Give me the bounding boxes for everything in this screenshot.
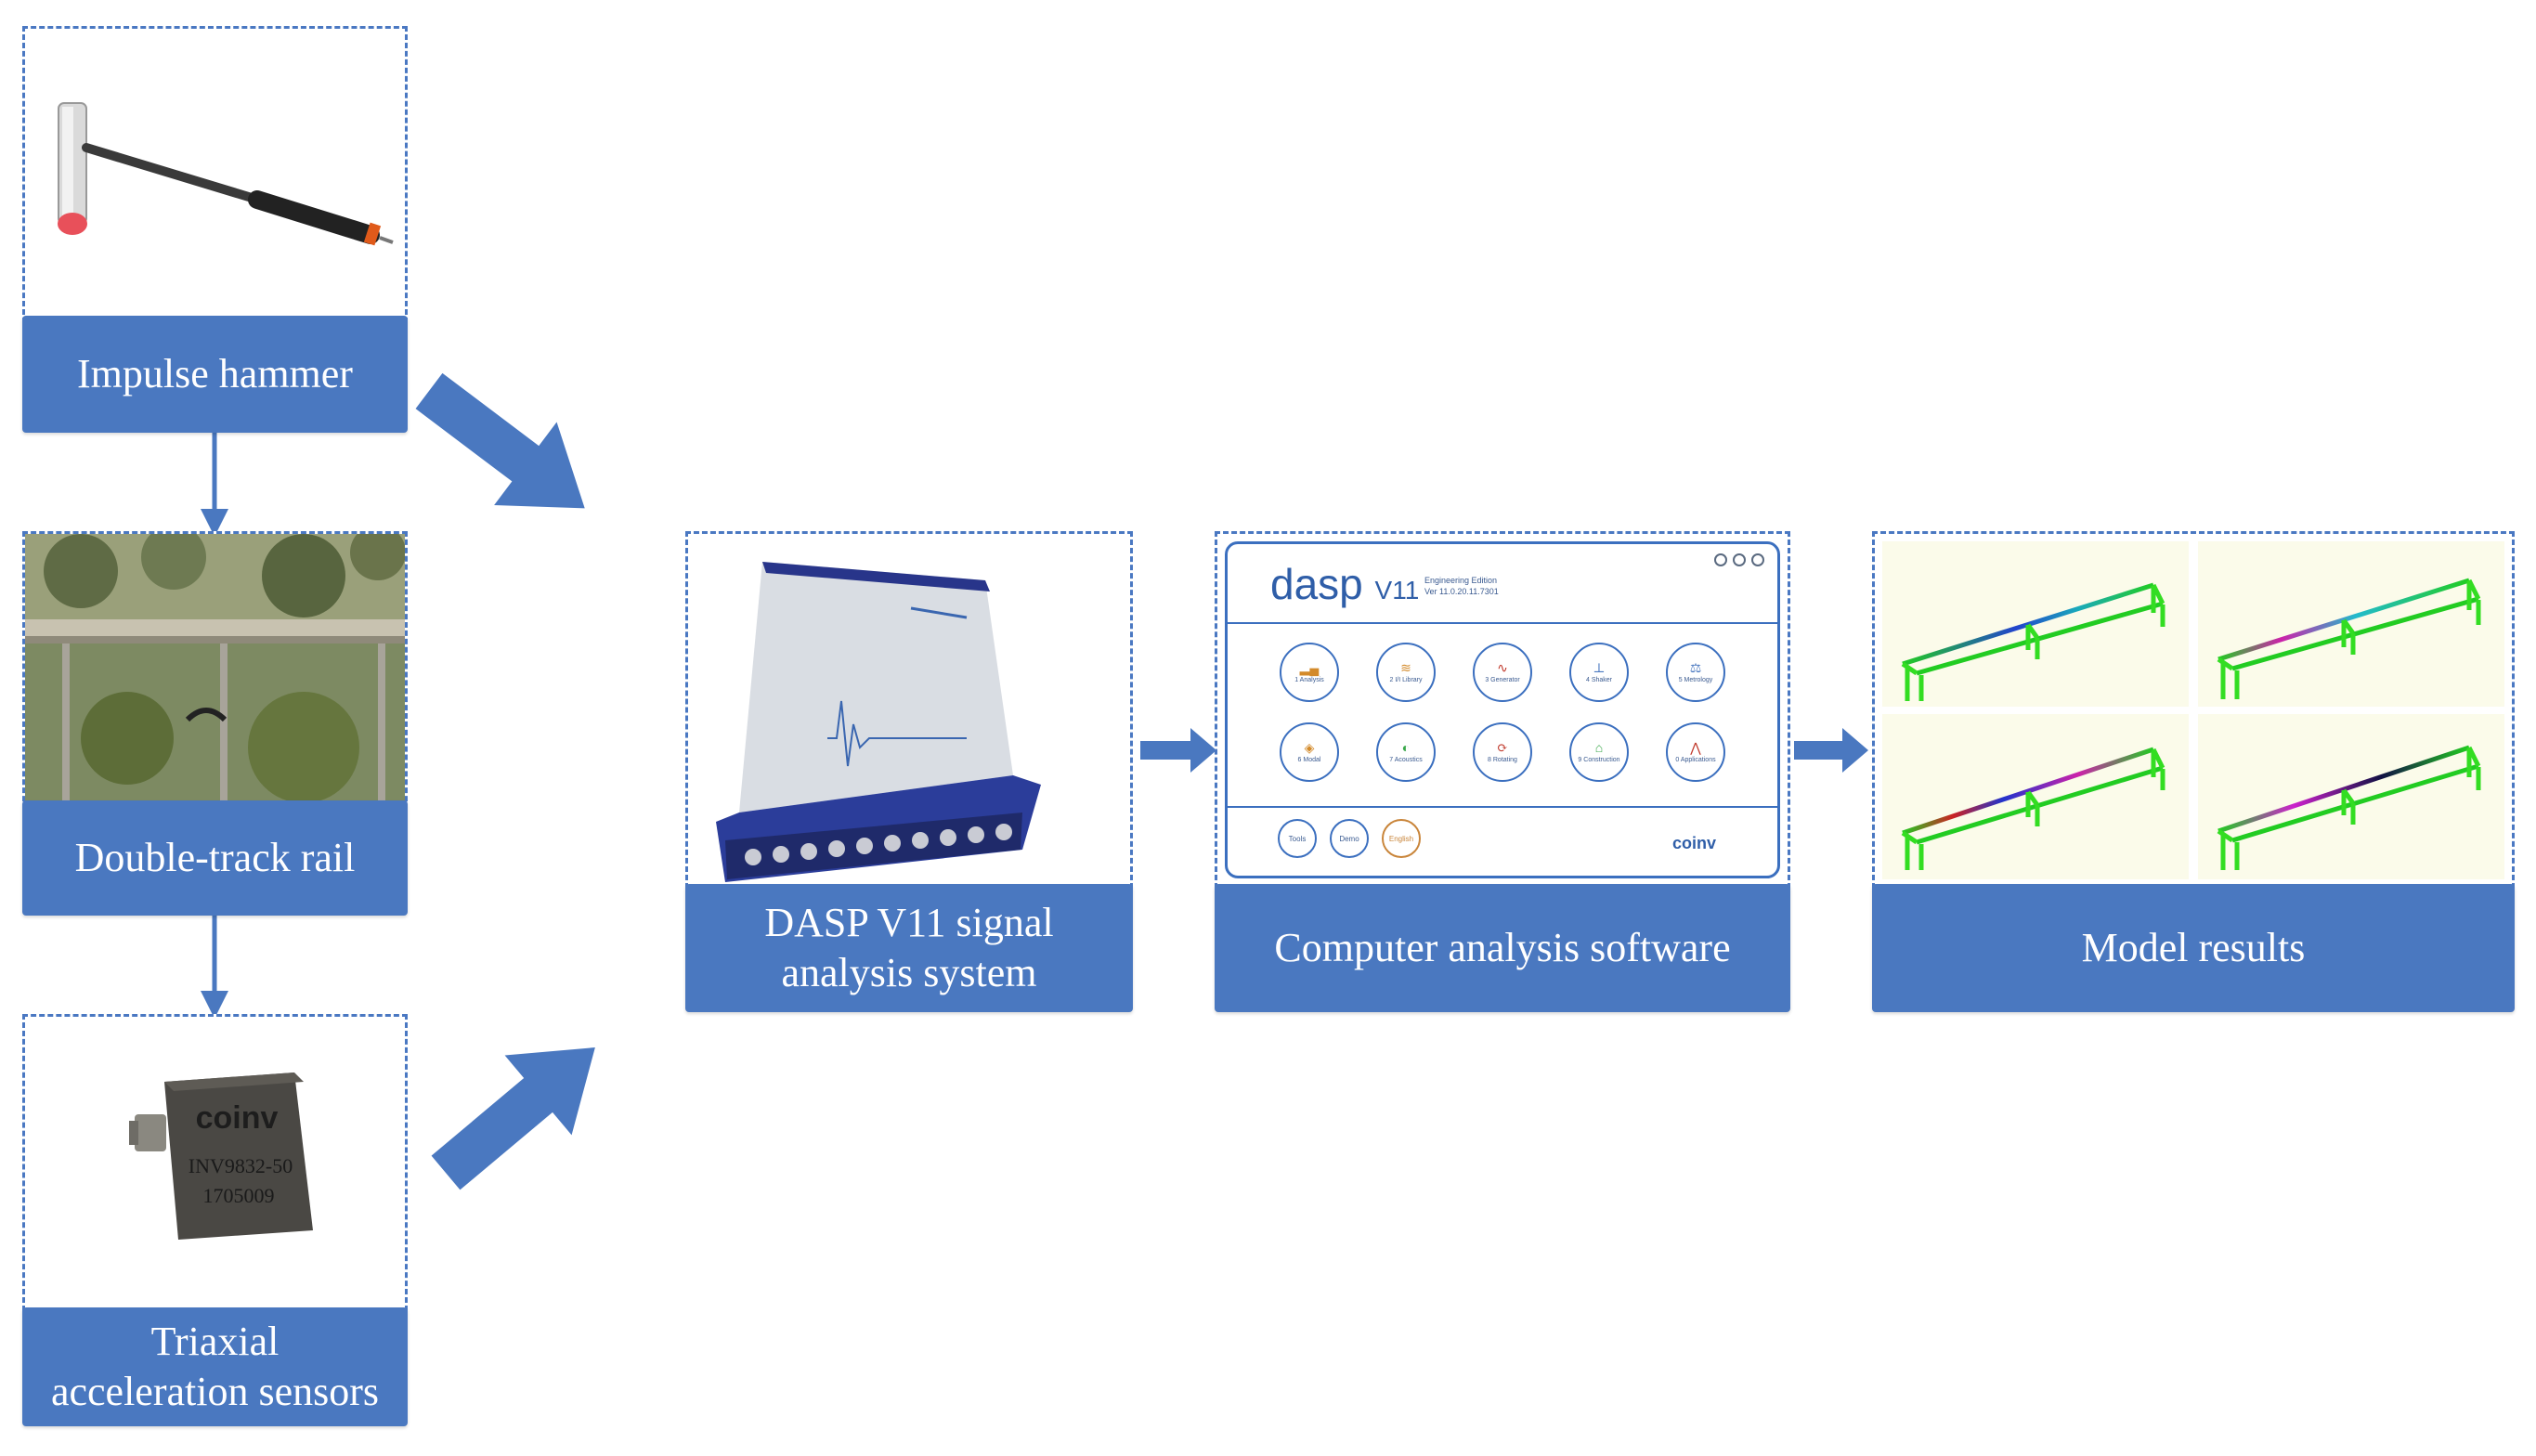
module-generator[interactable]: ∿ 3 Generator xyxy=(1473,643,1532,702)
sensor-label-line2: acceleration sensors xyxy=(50,1369,380,1414)
demo-button[interactable]: Demo xyxy=(1330,819,1369,858)
tools-label: Tools xyxy=(1288,834,1307,843)
sensor-model-text: INV9832-50 xyxy=(189,1154,293,1177)
software-edition-text: Engineering Edition xyxy=(1424,576,1498,585)
applications-icon: ⋀ xyxy=(1690,742,1701,756)
minimize-icon[interactable] xyxy=(1733,553,1746,566)
mode-plot-2 xyxy=(2217,578,2481,699)
module-label: 9 Construction xyxy=(1578,756,1620,763)
software-logo-text: dasp xyxy=(1270,560,1363,608)
results-panel xyxy=(1872,531,2515,889)
module-metrology[interactable]: ⚖ 5 Metrology xyxy=(1666,643,1725,702)
sensor-serial-text: 1705009 xyxy=(203,1184,275,1207)
construction-icon: ⌂ xyxy=(1594,741,1604,756)
header-divider xyxy=(1228,622,1777,624)
daq-label-line1: DASP V11 signal xyxy=(764,900,1054,946)
module-modal[interactable]: ◈ 6 Modal xyxy=(1280,722,1339,782)
module-applications[interactable]: ⋀ 0 Applications xyxy=(1666,722,1725,782)
module-library[interactable]: ≋ 2 I/I Library xyxy=(1376,643,1436,702)
generator-icon: ∿ xyxy=(1497,662,1508,676)
footer-divider xyxy=(1228,806,1777,808)
module-label: 2 I/I Library xyxy=(1389,677,1423,683)
english-label: English xyxy=(1388,834,1414,843)
module-grid: ▂▄ 1 Analysis ≋ 2 I/I Library ∿ 3 Genera… xyxy=(1261,643,1744,782)
software-brand: coinv xyxy=(1671,834,1716,852)
library-icon: ≋ xyxy=(1400,662,1411,676)
hammer-panel xyxy=(22,26,408,323)
daq-device-photo xyxy=(716,562,1041,882)
module-label: 4 Shaker xyxy=(1585,677,1613,683)
module-analysis[interactable]: ▂▄ 1 Analysis xyxy=(1280,643,1339,702)
module-rotating[interactable]: ⟳ 8 Rotating xyxy=(1473,722,1532,782)
software-screen: dasp V11 Engineering Edition Ver 11.0.20… xyxy=(1225,541,1780,878)
mode-plot-1 xyxy=(1901,582,2165,701)
daq-label: DASP V11 signal analysis system xyxy=(685,884,1133,1012)
module-shaker[interactable]: ⊥ 4 Shaker xyxy=(1569,643,1629,702)
arrow-hammer-to-daq xyxy=(415,372,585,509)
results-label: Model results xyxy=(1872,884,2515,1012)
mode-plot-3 xyxy=(1901,747,2165,870)
module-acoustics[interactable]: ◐ 7 Acoustics xyxy=(1376,722,1436,782)
shaker-icon: ⊥ xyxy=(1593,662,1606,676)
metrology-icon: ⚖ xyxy=(1689,662,1702,676)
software-version-text: V11 xyxy=(1374,576,1420,604)
module-label: 1 Analysis xyxy=(1294,677,1324,683)
software-panel: dasp V11 Engineering Edition Ver 11.0.20… xyxy=(1215,531,1790,889)
module-label: 3 Generator xyxy=(1485,677,1520,683)
acoustics-icon: ◐ xyxy=(1401,741,1411,756)
module-label: 7 Acoustics xyxy=(1389,756,1423,763)
software-logo: dasp V11 xyxy=(1270,559,1419,609)
arrow-software-to-results xyxy=(1794,728,1868,773)
module-construction[interactable]: ⌂ 9 Construction xyxy=(1569,722,1629,782)
software-edition: Engineering Edition Ver 11.0.20.11.7301 xyxy=(1424,576,1499,597)
software-label-text: Computer analysis software xyxy=(1274,925,1731,971)
hammer-label-text: Impulse hammer xyxy=(77,351,353,397)
sensor-photo: coinv INV9832-50 1705009 xyxy=(129,1072,313,1240)
results-label-text: Model results xyxy=(2081,925,2306,971)
rail-panel xyxy=(22,531,408,810)
module-label: 5 Metrology xyxy=(1678,677,1713,683)
daq-label-line2: analysis system xyxy=(781,950,1037,995)
hammer-label: Impulse hammer xyxy=(22,316,408,433)
module-label: 0 Applications xyxy=(1675,757,1716,763)
sensor-label-line1: Triaxial xyxy=(150,1319,280,1365)
analysis-icon: ▂▄ xyxy=(1299,662,1320,676)
arrow-sensor-to-daq xyxy=(431,1047,595,1190)
sensor-brand-text: coinv xyxy=(196,1100,279,1136)
module-label: 8 Rotating xyxy=(1488,757,1517,763)
info-icon[interactable] xyxy=(1714,553,1727,566)
module-label: 6 Modal xyxy=(1297,757,1321,763)
mode-plot-4 xyxy=(2217,745,2481,870)
daq-panel xyxy=(685,531,1133,889)
arrow-daq-to-software xyxy=(1140,728,1216,773)
impulse-hammer-photo xyxy=(58,102,394,246)
software-label: Computer analysis software xyxy=(1215,884,1790,1012)
rail-label-text: Double-track rail xyxy=(74,835,356,881)
mode-shape-plots xyxy=(1882,541,2504,879)
modal-icon: ◈ xyxy=(1304,742,1315,756)
sensor-panel: coinv INV9832-50 1705009 xyxy=(22,1014,408,1311)
rail-label: Double-track rail xyxy=(22,800,408,916)
software-build-text: Ver 11.0.20.11.7301 xyxy=(1424,586,1499,596)
demo-label: Demo xyxy=(1339,834,1359,843)
rail-photo xyxy=(25,534,405,807)
window-controls xyxy=(1714,553,1764,566)
sensor-label: Triaxial acceleration sensors xyxy=(22,1307,408,1426)
tools-button[interactable]: Tools xyxy=(1278,819,1317,858)
bottom-toolbar: Tools Demo English xyxy=(1278,819,1421,858)
english-button[interactable]: English xyxy=(1382,819,1421,858)
rotating-icon: ⟳ xyxy=(1497,742,1508,756)
close-icon[interactable] xyxy=(1751,553,1764,566)
